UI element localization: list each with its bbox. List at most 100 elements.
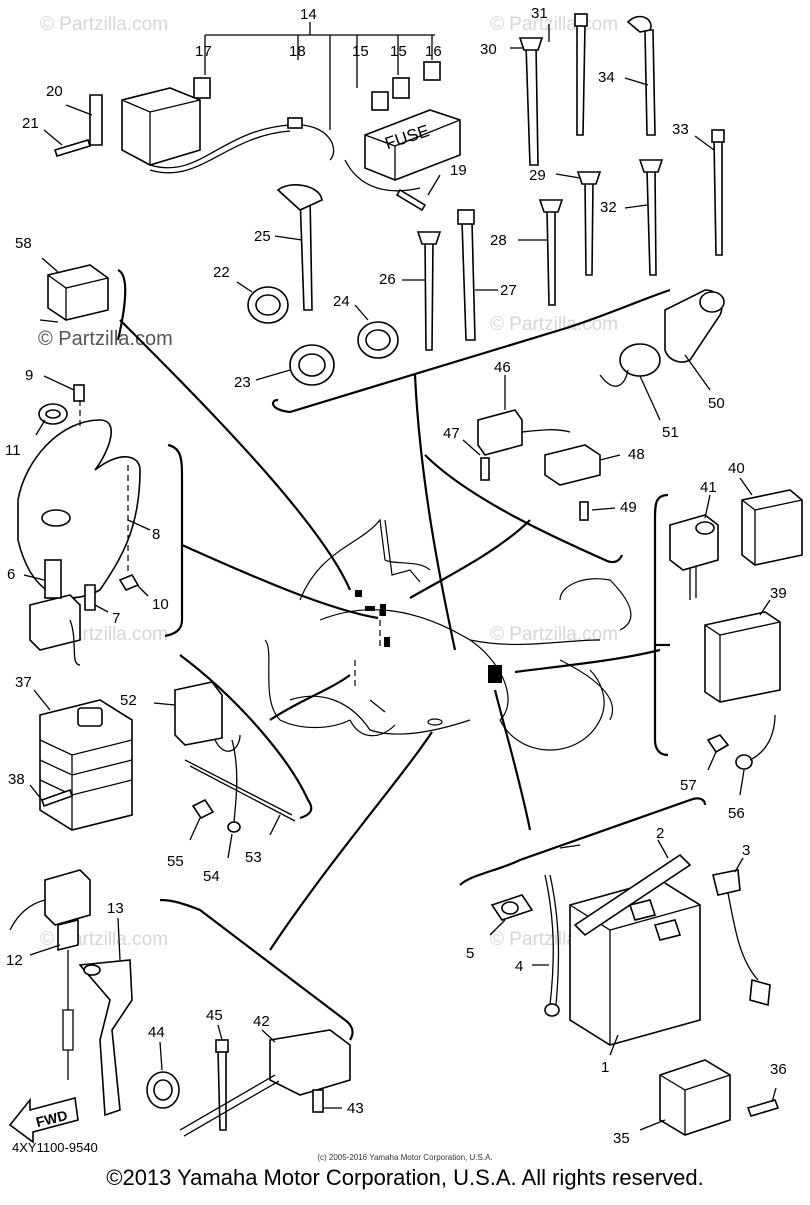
cable-ties-group [236, 13, 725, 414]
cover-8 [17, 419, 141, 599]
tie-28 [546, 209, 556, 306]
callout-21: 21 [22, 115, 39, 132]
callout-37: 37 [15, 674, 32, 691]
mark-battery [488, 665, 502, 683]
relay-52 [174, 681, 223, 746]
callout-7: 7 [112, 610, 120, 627]
callout-4: 4 [515, 958, 523, 975]
connector-18 [287, 117, 303, 129]
callout-49: 49 [620, 499, 637, 516]
tie-29 [584, 179, 594, 276]
mark-d [384, 637, 390, 647]
callout-23: 23 [234, 374, 251, 391]
watermark-right: © Partzilla.com [490, 314, 618, 335]
callout-16: 16 [425, 43, 442, 60]
relay-block [121, 87, 201, 166]
callout-3: 3 [742, 842, 750, 859]
callout-30: 30 [480, 41, 497, 58]
fuse-box-body [364, 109, 461, 181]
callout-31: 31 [531, 5, 548, 22]
callout-26: 26 [379, 271, 396, 288]
relay-39 [704, 611, 781, 703]
callout-19: 19 [450, 162, 467, 179]
callout-9: 9 [25, 367, 33, 384]
relay-58 [47, 264, 109, 321]
callout-53: 53 [245, 849, 262, 866]
bolt-21 [53, 139, 92, 157]
switch-48 [544, 444, 601, 486]
tie-31-head [574, 13, 588, 27]
callout-56: 56 [728, 805, 745, 822]
callout-54: 54 [203, 868, 220, 885]
tie-34 [644, 29, 656, 136]
callout-17: 17 [195, 43, 212, 60]
callout-55: 55 [167, 853, 184, 870]
callout-38: 38 [8, 771, 25, 788]
callout-2: 2 [656, 825, 664, 842]
mark-b [380, 604, 386, 616]
motorcycle-outline [264, 518, 632, 751]
callout-25: 25 [254, 228, 271, 245]
callout-24: 24 [333, 293, 350, 310]
callout-52: 52 [120, 692, 137, 709]
callout-44: 44 [148, 1024, 165, 1041]
bolt-55 [191, 798, 215, 820]
rectifier-group [29, 654, 313, 859]
callout-42: 42 [253, 1013, 270, 1030]
rectifier-connector [77, 707, 103, 727]
diagram-code: 4XY1100-9540 [12, 1140, 98, 1155]
bracket-20 [89, 94, 103, 146]
terminal-3 [712, 869, 741, 896]
unit-35 [659, 1059, 731, 1136]
sensor-46 [477, 409, 523, 456]
relay-group [653, 477, 803, 796]
ring-51 [619, 343, 661, 377]
callout-6: 6 [7, 566, 15, 583]
fuse-box-group: FUSE [43, 22, 461, 212]
callout-15b: 15 [390, 43, 407, 60]
callout-51: 51 [662, 424, 679, 441]
tie-34-head [626, 15, 652, 33]
callout-14: 14 [300, 6, 317, 23]
bracket-13 [78, 959, 133, 1117]
watermark-left: © Partzilla.com [38, 328, 173, 350]
bolt-47 [480, 457, 490, 481]
speed-sensor-group: FWD [8, 869, 133, 1144]
tie-25 [299, 194, 313, 311]
main-switch-6 [29, 594, 81, 651]
bolt-43 [312, 1089, 324, 1113]
callout-12: 12 [6, 952, 23, 969]
callout-46: 46 [494, 359, 511, 376]
callout-47: 47 [443, 425, 460, 442]
tie-32 [646, 169, 657, 276]
tie-27 [461, 221, 476, 341]
callout-15a: 15 [352, 43, 369, 60]
callout-39: 39 [770, 585, 787, 602]
bolt-49 [579, 501, 589, 521]
callout-22: 22 [213, 264, 230, 281]
callout-48: 48 [628, 446, 645, 463]
sensor-12 [44, 869, 91, 926]
callout-11: 11 [5, 442, 21, 459]
bolt-7 [84, 584, 96, 611]
bolt-9 [73, 384, 85, 402]
callout-32: 32 [600, 199, 617, 216]
callout-1: 1 [601, 1059, 609, 1076]
tie-28-head [538, 199, 564, 213]
tie-45 [217, 1049, 227, 1131]
mark-c [365, 606, 375, 611]
tie-30-head [518, 37, 544, 51]
main-switch-group [17, 257, 184, 666]
callout-35: 35 [613, 1130, 630, 1147]
mark-a [355, 590, 362, 597]
fuse-15a [371, 91, 389, 111]
tie-29-head [576, 171, 602, 185]
relay-40 [741, 489, 803, 566]
ground-56 [735, 754, 753, 770]
callout-45: 45 [206, 1007, 223, 1024]
strap-2 [573, 853, 692, 937]
ground-54 [227, 821, 241, 833]
callout-20: 20 [46, 83, 63, 100]
small-copyright-note: (c) 2005-2016 Yamaha Motor Corporation, … [317, 1153, 493, 1162]
